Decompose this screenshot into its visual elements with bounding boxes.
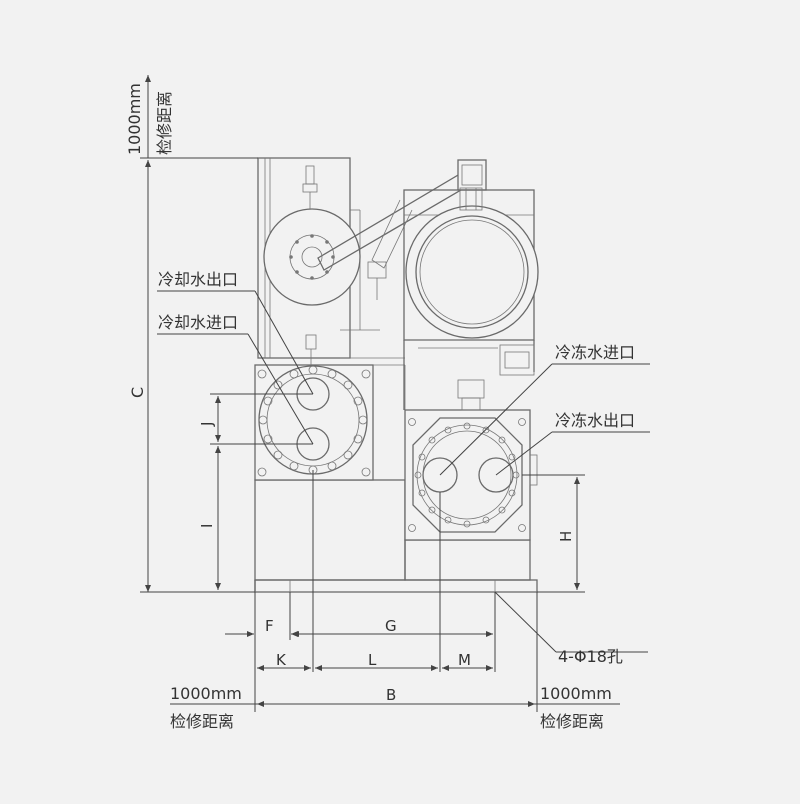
left-clearance-text: 检修距离 (170, 712, 234, 731)
callout-chilled-water-inlet: 冷冻水进口 (439, 343, 650, 476)
dim-F: F (225, 617, 318, 637)
right-clearance-distance: 1000mm (540, 684, 612, 703)
condenser-housing (257, 157, 405, 365)
top-clearance-text: 检修距离 (155, 91, 174, 155)
compressor (403, 159, 539, 411)
cooling-water-inlet-label: 冷却水进口 (158, 313, 238, 332)
callout-holes: 4-Φ18孔 (494, 591, 648, 666)
chilled-water-inlet-label: 冷冻水进口 (555, 343, 635, 362)
holes-label: 4-Φ18孔 (558, 647, 623, 666)
top-clearance-distance: 1000mm (125, 83, 144, 155)
dim-C-label: C (128, 387, 147, 398)
dim-J: J (198, 393, 313, 445)
extension-lines (254, 470, 538, 712)
dim-J-label: J (198, 422, 216, 427)
callout-cooling-water-inlet: 冷却水进口 (157, 313, 314, 445)
dim-B: B (170, 686, 620, 707)
flange-bolts-left (258, 365, 368, 475)
dim-C: C (128, 160, 255, 593)
right-clearance-text: 检修距离 (540, 712, 604, 731)
callout-cooling-water-outlet: 冷却水出口 (157, 270, 314, 395)
left-clearance-distance: 1000mm (170, 684, 242, 703)
dim-I: I (198, 446, 221, 590)
cooling-water-outlet-label: 冷却水出口 (158, 270, 238, 289)
dim-G-label: G (385, 617, 397, 635)
top-clearance: 1000mm 检修距离 (125, 75, 258, 159)
left-clearance: 1000mm 检修距离 (170, 684, 242, 731)
dim-K-label: K (276, 651, 287, 669)
dim-I-label: I (198, 524, 216, 528)
chilled-water-outlet-label: 冷冻水出口 (555, 411, 635, 430)
dim-H: H (522, 474, 585, 593)
dim-L-label: L (368, 651, 377, 669)
flange-bolts-right (414, 422, 520, 528)
callout-chilled-water-outlet: 冷冻水出口 (495, 411, 650, 476)
dim-KLM: K L M (257, 651, 493, 671)
dim-B-label: B (386, 686, 396, 704)
dim-G: G (292, 617, 493, 637)
right-clearance: 1000mm 检修距离 (540, 684, 612, 731)
dim-F-label: F (265, 617, 274, 635)
evaporator-flange (408, 417, 526, 533)
dim-H-label: H (557, 531, 575, 542)
dim-M-label: M (458, 651, 471, 669)
